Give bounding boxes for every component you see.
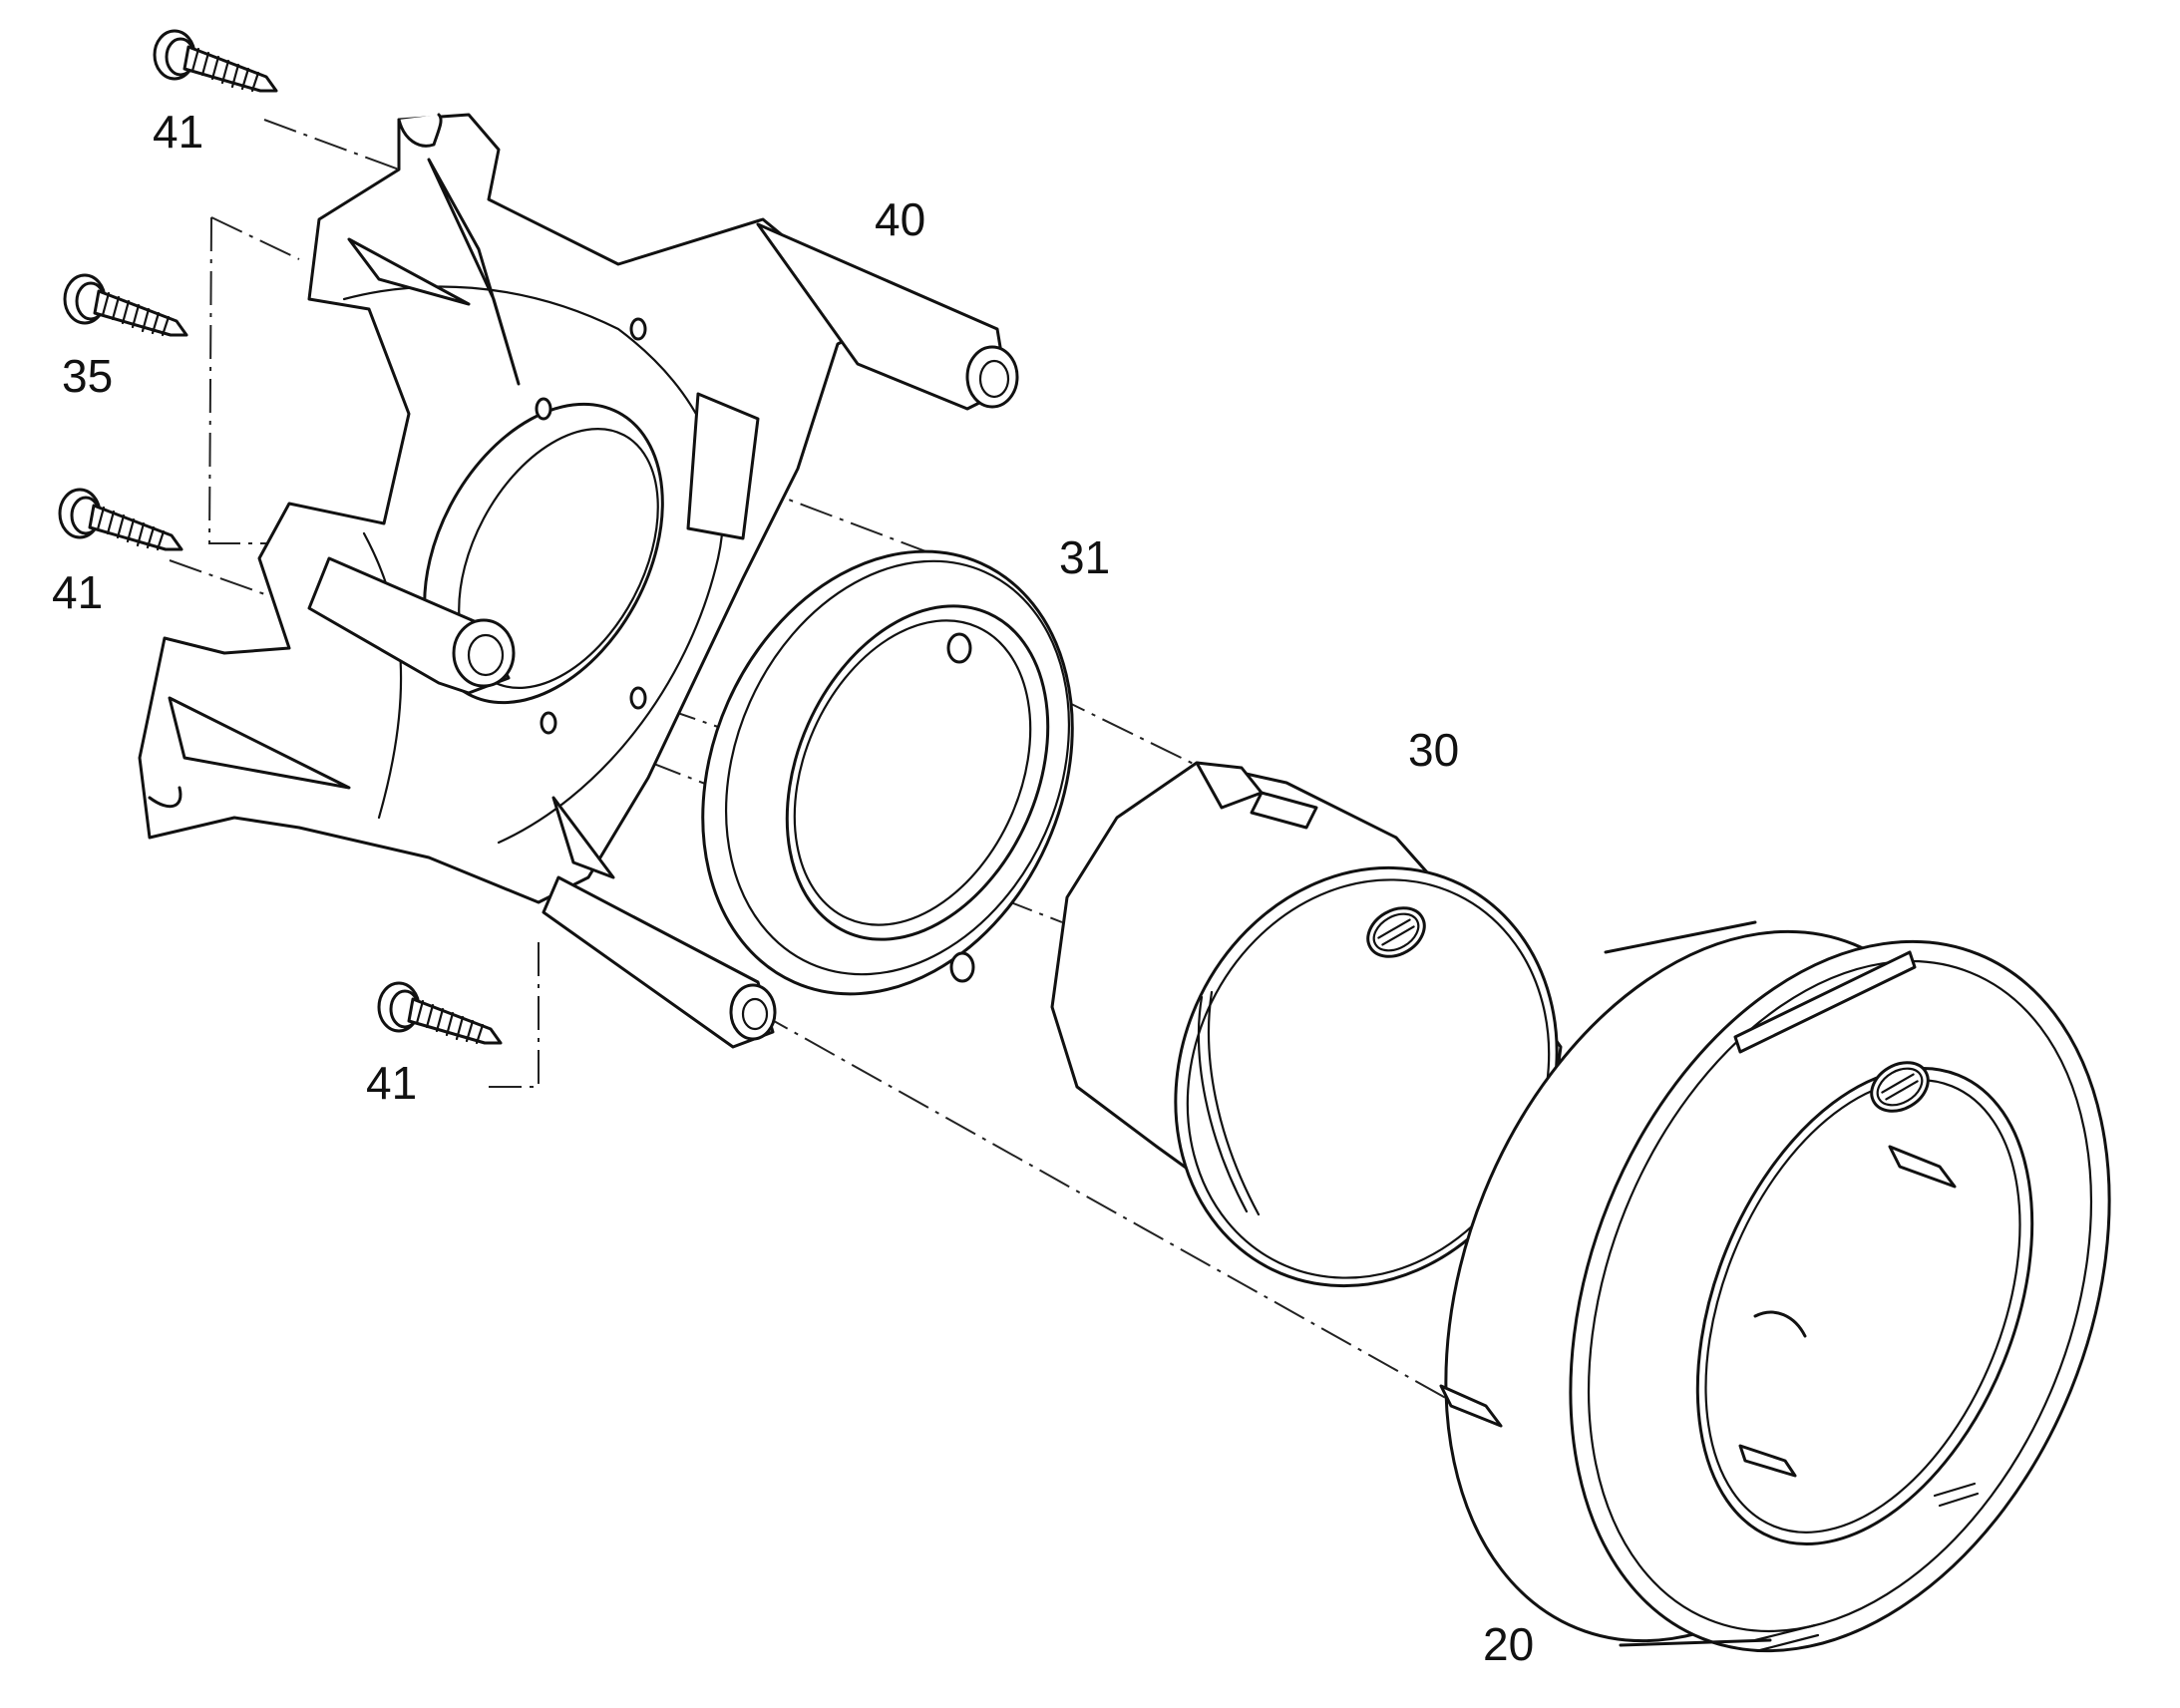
label-module: 30 <box>1408 724 1459 776</box>
screw-icon <box>153 29 278 93</box>
screw-icon <box>58 488 183 551</box>
label-ring: 31 <box>1059 531 1110 583</box>
label-screw-bottom: 41 <box>366 1057 417 1109</box>
ring-part <box>701 549 1074 996</box>
screw-icon <box>63 273 188 337</box>
label-screw-lower-left: 41 <box>52 566 103 618</box>
module-part <box>1050 761 1563 1288</box>
screw-lower-left <box>58 488 183 551</box>
screw-top-left <box>153 29 278 93</box>
screw-mid-left <box>63 273 188 337</box>
label-screw-mid-left: 35 <box>62 350 113 402</box>
bezel-part <box>1439 920 2111 1653</box>
screw-icon <box>377 981 503 1045</box>
label-housing: 40 <box>875 193 925 245</box>
housing-part <box>138 113 1019 1049</box>
screw-bottom <box>377 981 503 1045</box>
label-screw-top-left: 41 <box>153 106 203 158</box>
label-bezel: 20 <box>1483 1618 1534 1670</box>
